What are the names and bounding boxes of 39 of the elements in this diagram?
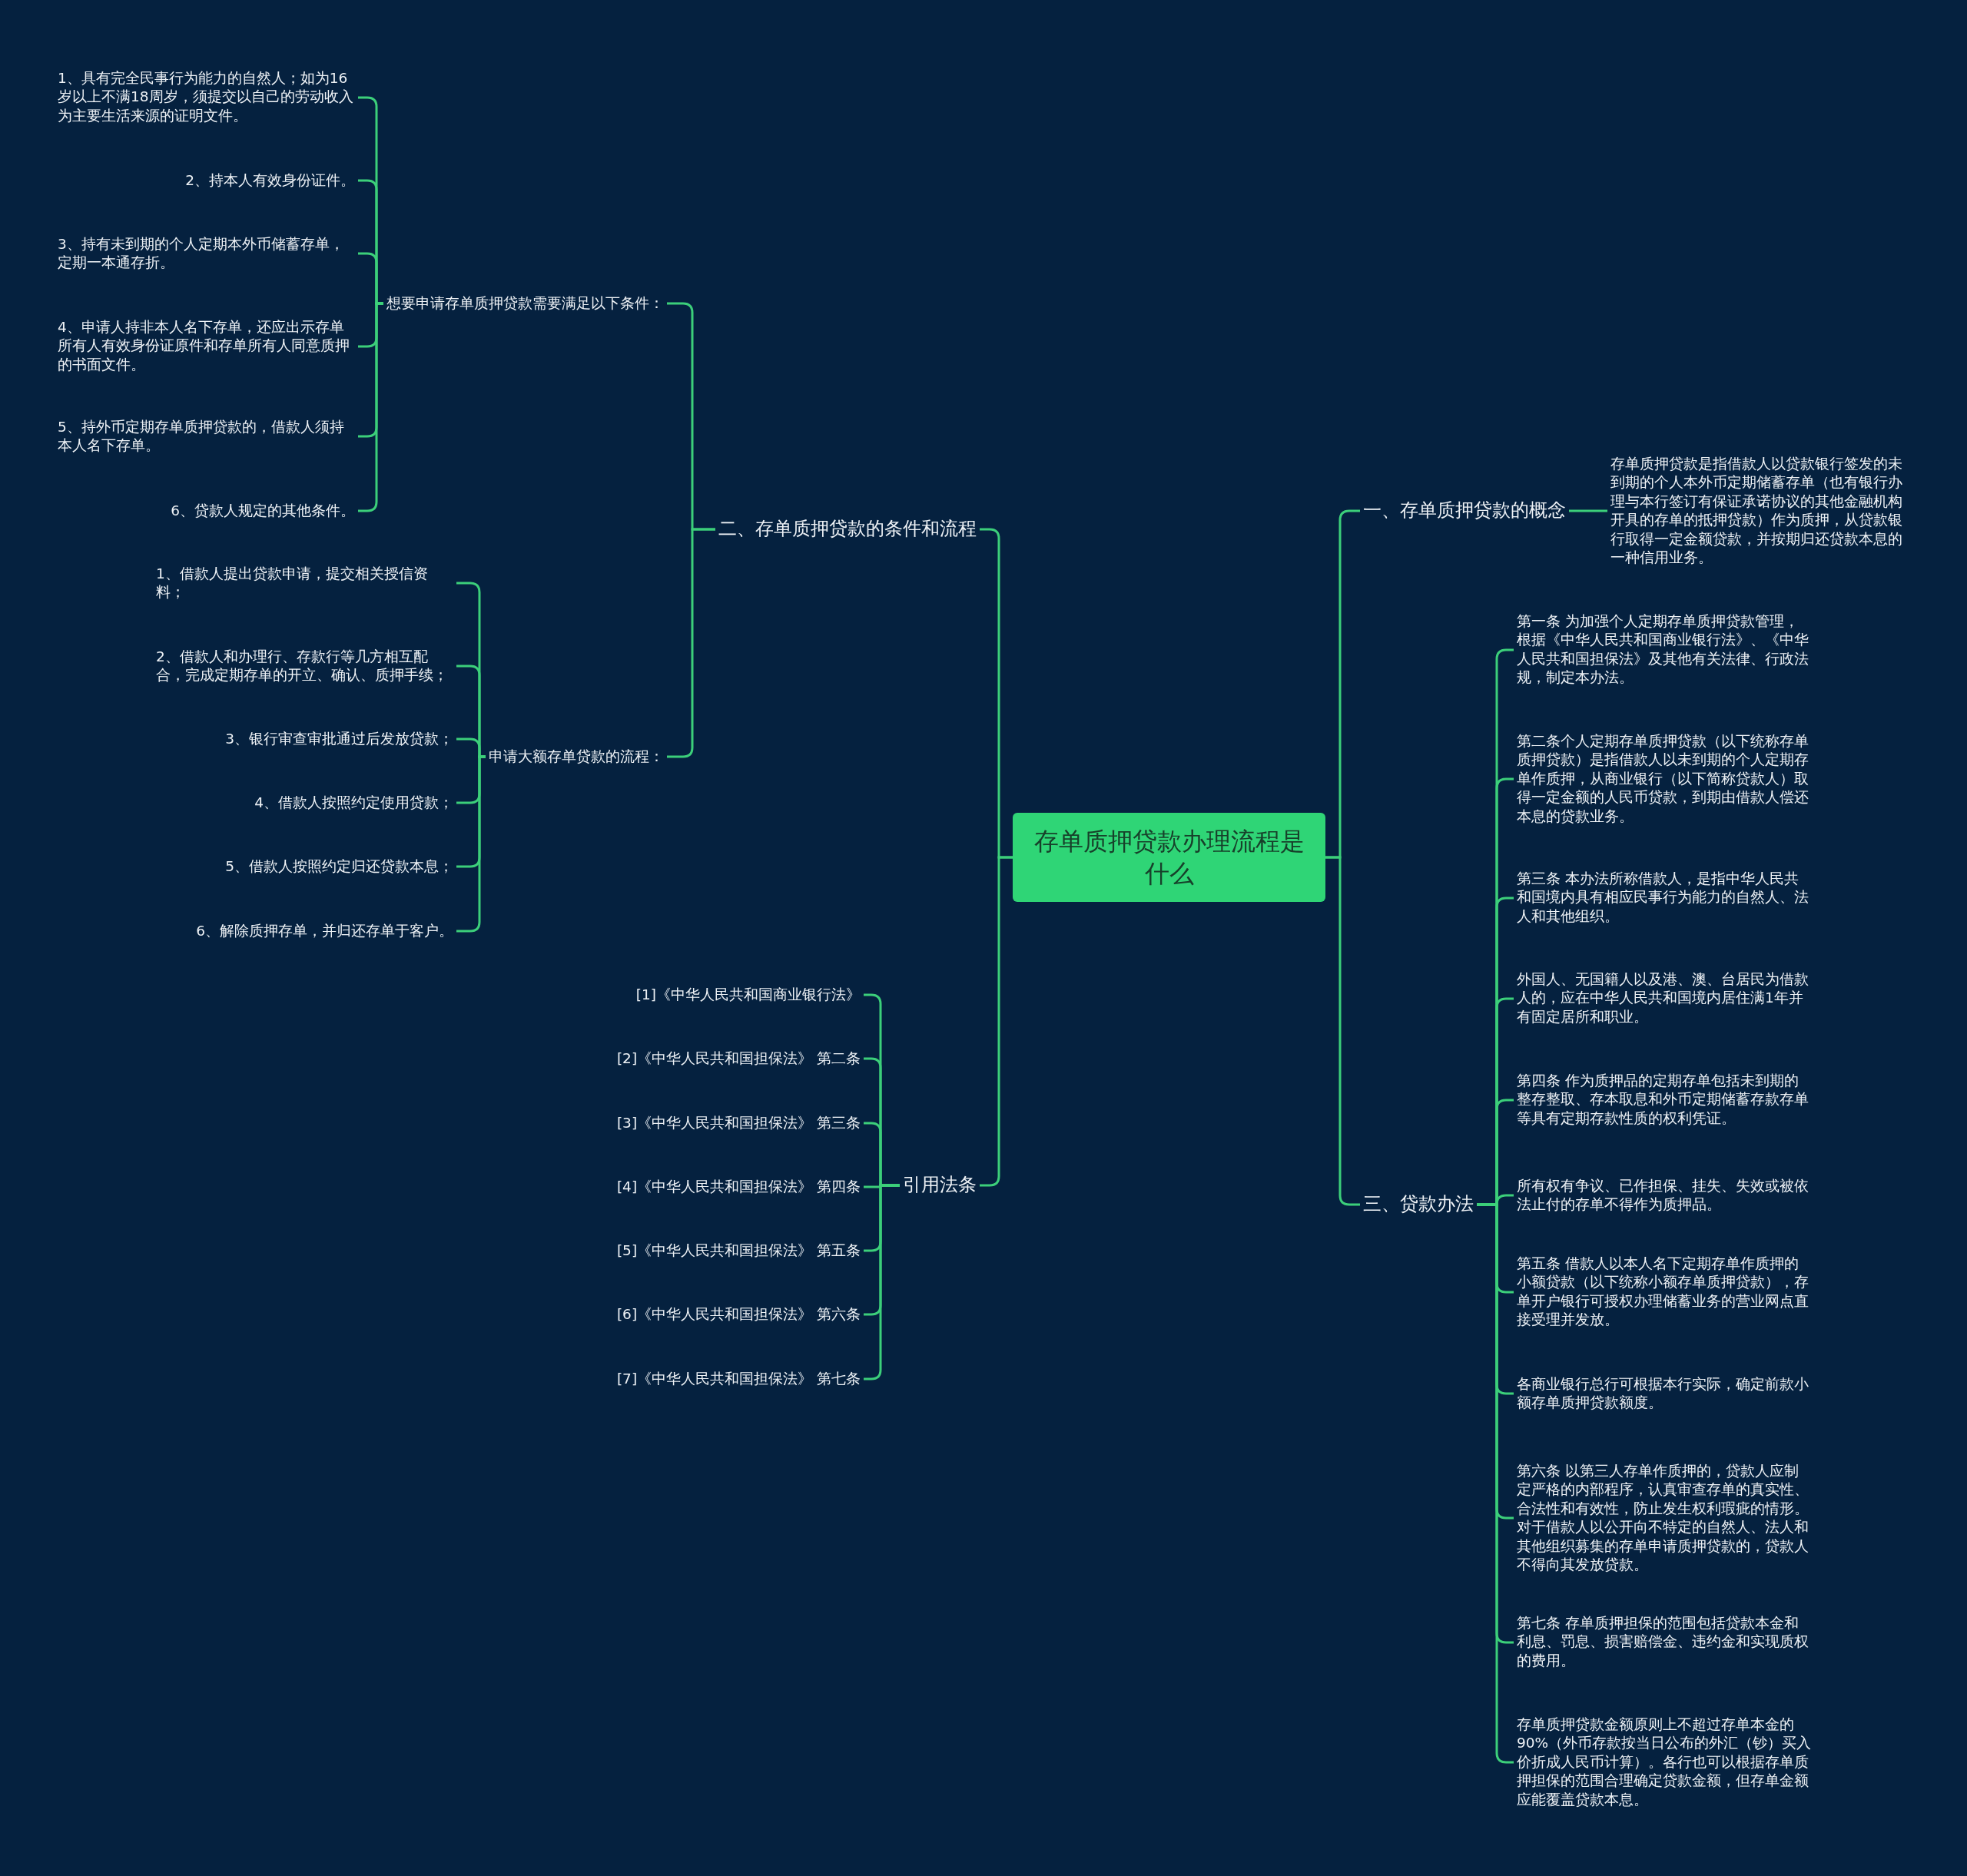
topic-text: 4、申请人持非本人名下存单，还应出示存单所有人有效身份证原件和存单所有人同意质押的书面文件。 bbox=[55, 316, 358, 377]
topic-text: 2、借款人和办理行、存款行等几方相互配合，完成定期存单的开立、确认、质押手续； bbox=[153, 645, 456, 688]
topic-text: [5]《中华人民共和国担保法》 第五条 bbox=[613, 1238, 864, 1263]
topic-text: [1]《中华人民共和国商业银行法》 bbox=[632, 983, 864, 1007]
topic-text: [7]《中华人民共和国担保法》 第七条 bbox=[613, 1367, 864, 1391]
connector-line bbox=[1569, 509, 1607, 512]
topic-text: 所有权有争议、已作担保、挂失、失效或被依法止付的存单不得作为质押品。 bbox=[1514, 1174, 1815, 1217]
topic-text: 1、借款人提出贷款申请，提交相关授信资料； bbox=[153, 562, 456, 605]
branch-topic: 引用法条 bbox=[900, 1171, 980, 1200]
topic-text: 第一条 为加强个人定期存单质押贷款管理，根据《中华人民共和国商业银行法》、《中华人民共和国担保法》及其他有关法律、行政法规，制定本办法。 bbox=[1514, 610, 1815, 690]
subtopic-label: 想要申请存单质押贷款需要满足以下条件： bbox=[383, 291, 667, 316]
topic-text: 第二条个人定期存单质押贷款（以下统称存单质押贷款）是指借款人以未到期的个人定期存单作质押，从商业银行（以下简称贷款人）取得一定金额的人民币贷款，到期由借款人偿还本息的贷款业务。 bbox=[1514, 729, 1815, 829]
branch-topic: 一、存单质押贷款的概念 bbox=[1360, 496, 1569, 525]
topic-text: 第五条 借款人以本人名下定期存单作质押的小额贷款（以下统称小额存单质押贷款），存单开户银行可授权办理储蓄业务的营业网点直接受理并发放。 bbox=[1514, 1252, 1815, 1332]
topic-text: 6、解除质押存单，并归还存单于客户。 bbox=[193, 919, 456, 943]
branch-topic: 二、存单质押贷款的条件和流程 bbox=[715, 515, 980, 544]
topic-text: 5、持外币定期存单质押贷款的，借款人须持本人名下存单。 bbox=[55, 415, 358, 458]
branch-topic: 三、贷款办法 bbox=[1360, 1190, 1477, 1219]
topic-text: [2]《中华人民共和国担保法》 第二条 bbox=[613, 1046, 864, 1071]
topic-text: 存单质押贷款是指借款人以贷款银行签发的未到期的个人本外币定期储蓄存单（也有银行办理与本行签订有保证承诺协议的其他金融机构开具的存单的抵押贷款）作为质押，从贷款银行取得一定金额贷款，并按期归还贷款本息的一种信用业务。 bbox=[1607, 452, 1909, 570]
topic-text: [6]《中华人民共和国担保法》 第六条 bbox=[613, 1302, 864, 1327]
topic-text: [3]《中华人民共和国担保法》 第三条 bbox=[613, 1111, 864, 1135]
topic-text: 存单质押贷款金额原则上不超过存单本金的90%（外币存款按当日公布的外汇（钞）买入价折成人民币计算）。各行也可以根据存单质押担保的范围合理确定贷款金额，但存单金额应能覆盖贷款本息。 bbox=[1514, 1712, 1815, 1812]
topic-text: 3、银行审查审批通过后发放贷款； bbox=[222, 727, 456, 751]
topic-text: 3、持有未到期的个人定期本外币储蓄存单，定期一本通存折。 bbox=[55, 232, 358, 275]
topic-text: 5、借款人按照约定归还贷款本息； bbox=[222, 854, 456, 879]
topic-text: 4、借款人按照约定使用贷款； bbox=[251, 791, 456, 815]
topic-text: 第四条 作为质押品的定期存单包括未到期的整存整取、存本取息和外币定期储蓄存款存单等具有定期存款性质的权利凭证。 bbox=[1514, 1069, 1815, 1131]
topic-text: 各商业银行总行可根据本行实际，确定前款小额存单质押贷款额度。 bbox=[1514, 1372, 1815, 1415]
topic-text: 1、具有完全民事行为能力的自然人；如为16岁以上不满18周岁，须提交以自己的劳动收入为主要生活来源的证明文件。 bbox=[55, 67, 358, 128]
topic-text: 6、贷款人规定的其他条件。 bbox=[168, 499, 358, 523]
topic-text: 外国人、无国籍人以及港、澳、台居民为借款人的，应在中华人民共和国境内居住满1年并有固定居所和职业。 bbox=[1514, 968, 1815, 1029]
topic-text: [4]《中华人民共和国担保法》 第四条 bbox=[613, 1175, 864, 1199]
topic-text: 第三条 本办法所称借款人，是指中华人民共和国境内具有相应民事行为能力的自然人、法人和其他组织。 bbox=[1514, 867, 1815, 929]
central-topic-box: 存单质押贷款办理流程是什么 bbox=[1013, 813, 1325, 902]
topic-text: 第六条 以第三人存单作质押的，贷款人应制定严格的内部程序，认真审查存单的真实性、合法性和有效性，防止发生权利瑕疵的情形。对于借款人以公开向不特定的自然人、法人和其他组织募集的存单申请质押贷款的，贷款人不得向其发放贷款。 bbox=[1514, 1459, 1815, 1577]
subtopic-label: 申请大额存单贷款的流程： bbox=[486, 744, 667, 769]
topic-text: 2、持本人有效身份证件。 bbox=[182, 168, 358, 193]
topic-text: 第七条 存单质押担保的范围包括贷款本金和利息、罚息、损害赔偿金、违约金和实现质权的费用。 bbox=[1514, 1612, 1815, 1673]
